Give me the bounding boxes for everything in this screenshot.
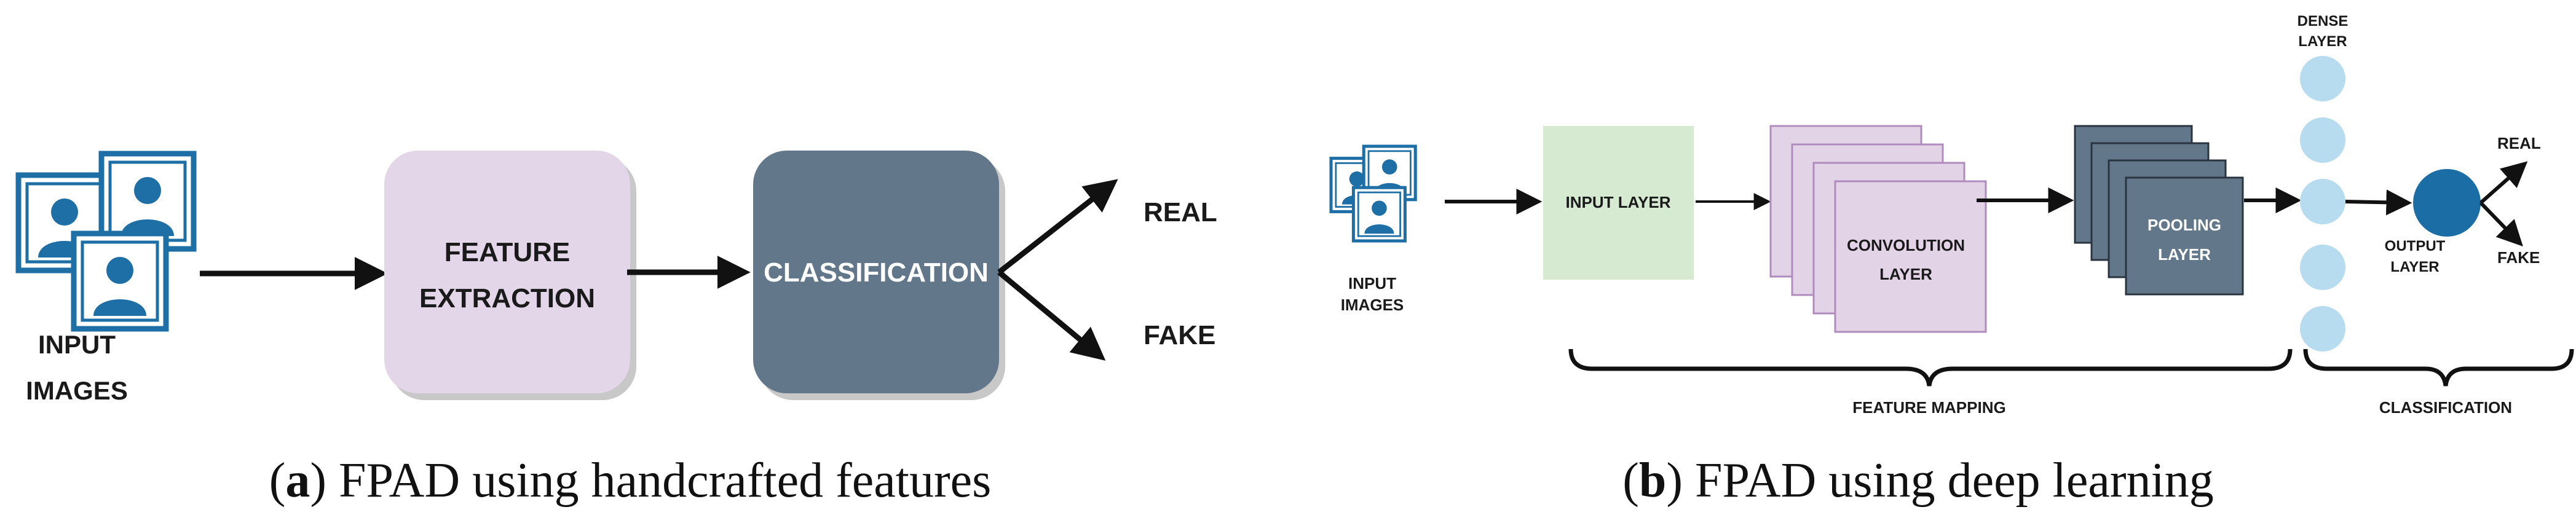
caption-a-letter: a	[285, 454, 310, 508]
input-layer-label: INPUT LAYER	[1566, 193, 1671, 211]
feature-box-line1: FEATURE	[444, 237, 571, 267]
caption-b-letter: b	[1639, 454, 1667, 508]
convolution-label-line2: LAYER	[1879, 265, 1932, 283]
input-label-b-line1: INPUT	[1348, 274, 1396, 293]
feature-box-line2: EXTRACTION	[419, 283, 595, 313]
output-node	[2413, 169, 2481, 237]
input-label-b-line2: IMAGES	[1341, 296, 1404, 314]
caption-a-text: FPAD using handcrafted features	[339, 454, 991, 508]
output-label-line1: OUTPUT	[2385, 238, 2446, 254]
output-label-line2: LAYER	[2390, 259, 2439, 275]
dense-node	[2300, 306, 2345, 352]
panel-b: INPUT IMAGES INPUT LAYER CONVOLUTION LAY…	[1331, 13, 2574, 508]
dense-label-line2: LAYER	[2298, 33, 2347, 50]
output-fake-label: FAKE	[1144, 320, 1215, 350]
caption-b: (b) FPAD using deep learning	[1622, 454, 2213, 508]
arrow-dense-to-output	[2345, 189, 2412, 216]
caption-a: (a) FPAD using handcrafted features	[269, 454, 992, 508]
dense-node	[2300, 56, 2345, 101]
arrow-to-fake	[997, 270, 1106, 361]
arrow-to-real	[997, 179, 1118, 275]
caption-b-text: FPAD using deep learning	[1695, 454, 2214, 508]
brace-feature-mapping	[1568, 348, 2293, 387]
pooling-layer-stack: POOLING LAYER	[2074, 125, 2244, 296]
arrow-b-to-real	[2479, 161, 2528, 205]
input-layer-box: INPUT LAYER	[1543, 126, 1694, 280]
pooling-label-line1: POOLING	[2147, 216, 2221, 234]
brace-classification-label: CLASSIFICATION	[2379, 398, 2512, 417]
input-label-line1: INPUT	[38, 330, 116, 359]
classification-box: CLASSIFICATION	[753, 151, 1005, 400]
input-images-icon	[18, 154, 194, 329]
dense-node	[2300, 245, 2345, 290]
classification-box-label: CLASSIFICATION	[764, 258, 989, 288]
feature-extraction-box: FEATURE EXTRACTION	[384, 151, 636, 400]
dense-node	[2300, 179, 2345, 224]
dense-layer-nodes	[2300, 56, 2345, 352]
pooling-label-line2: LAYER	[2158, 245, 2211, 264]
input-label-line2: IMAGES	[26, 376, 128, 405]
convolution-label-line1: CONVOLUTION	[1847, 236, 1965, 254]
convolution-layer-stack: CONVOLUTION LAYER	[1769, 125, 1987, 333]
input-images-icon-b	[1331, 146, 1415, 241]
panel-a: INPUT IMAGES FEATURE EXTRACTION CLASSIFI…	[18, 151, 1217, 508]
output-b-real-label: REAL	[2497, 134, 2541, 152]
dense-node	[2300, 117, 2345, 163]
brace-classification	[2303, 348, 2574, 387]
brace-feature-mapping-label: FEATURE MAPPING	[1852, 398, 2005, 417]
output-real-label: REAL	[1144, 197, 1217, 227]
dense-label-line1: DENSE	[2297, 13, 2349, 29]
arrow-b-to-fake	[2479, 201, 2523, 247]
output-b-fake-label: FAKE	[2497, 248, 2540, 267]
